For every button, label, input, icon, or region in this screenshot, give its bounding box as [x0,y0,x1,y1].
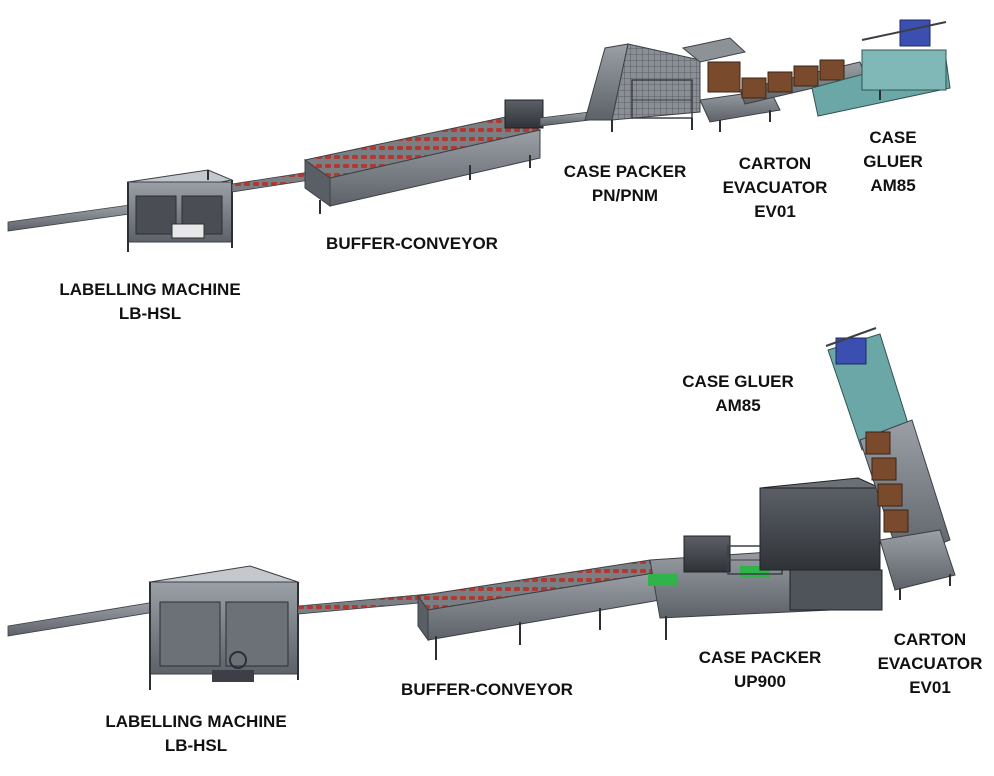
label-line: CASE [869,128,917,147]
label-line: EVACUATOR [722,178,828,197]
label-line: EV01 [909,678,951,697]
bottom-buffer-conveyor-label: BUFFER-CONVEYOR [401,678,573,702]
top-infeed-conveyor [7,204,131,232]
bottom-case-packer [648,477,883,640]
label-line: BUFFER-CONVEYOR [326,234,498,253]
top-case-gluer-label: CASE GLUER AM85 [863,126,923,198]
top-case-gluer [811,19,951,117]
top-case-packer-label: CASE PACKER PN/PNM [564,160,686,208]
label-line: CASE GLUER [682,372,794,391]
label-line: PN/PNM [591,186,659,205]
label-line: LB-HSL [118,304,182,323]
label-line: AM85 [715,396,761,415]
top-transfer-conveyor [231,171,311,193]
top-carton-line [739,59,866,105]
label-line: EVACUATOR [877,654,983,673]
label-line: BUFFER-CONVEYOR [401,680,573,699]
bottom-transfer-conveyor [297,593,431,615]
label-line: CARTON [738,154,812,173]
top-case-packer [584,37,747,132]
bottom-case-gluer [825,327,951,561]
label-line: LABELLING MACHINE [105,712,287,731]
bottom-carton-evacuator-label: CARTON EVACUATOR EV01 [878,628,983,700]
bottom-buffer-conveyor [417,559,661,660]
bottom-case-gluer-label: CASE GLUER AM85 [682,370,793,418]
bottom-labelling-machine-label: LABELLING MACHINE LB-HSL [105,710,286,758]
label-line: AM85 [870,176,916,195]
top-carton-evacuator-label: CARTON EVACUATOR EV01 [723,152,828,224]
label-line: EV01 [754,202,796,221]
top-labelling-machine [126,169,234,252]
label-line: CASE PACKER [698,648,822,667]
top-buffer-conveyor [303,99,544,214]
label-line: CARTON [893,630,967,649]
bottom-case-packer-label: CASE PACKER UP900 [699,646,821,694]
label-line: LB-HSL [164,736,228,755]
bottom-carton-evacuator [879,529,956,600]
top-buffer-conveyor-label: BUFFER-CONVEYOR [326,232,498,256]
label-line: LABELLING MACHINE [59,280,241,299]
label-line: GLUER [863,152,923,171]
bottom-line [7,327,956,690]
bottom-infeed-conveyor [7,601,156,637]
label-line: CASE PACKER [563,162,687,181]
label-line: UP900 [734,672,786,691]
top-labelling-machine-label: LABELLING MACHINE LB-HSL [59,278,240,326]
top-line [7,19,951,252]
bottom-labelling-machine [148,565,299,690]
